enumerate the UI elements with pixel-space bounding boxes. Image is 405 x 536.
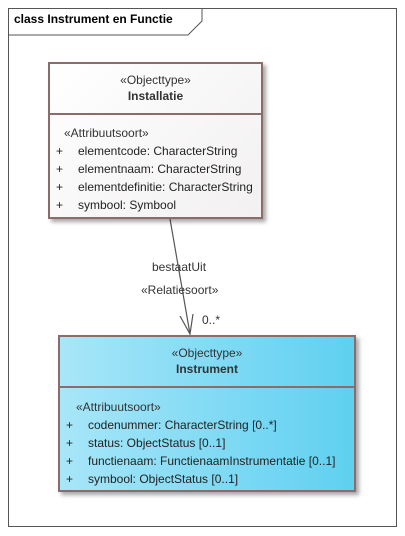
attribute-row[interactable]: + symbool: ObjectStatus [0..1] [66, 472, 238, 486]
attribute-text: elementnaam: CharacterString [78, 162, 242, 176]
class-instrument-stereotype: «Objecttype» [171, 346, 243, 360]
attribute-row[interactable]: + elementdefinitie: CharacterString [56, 180, 253, 194]
association-line[interactable] [169, 218, 191, 335]
class-instrument[interactable]: «Objecttype» Instrument «Attribuutsoort»… [58, 335, 356, 492]
attribute-row[interactable]: + codenummer: CharacterString [0..*] [66, 418, 277, 432]
class-installatie-header: «Objecttype» Installatie [50, 64, 261, 115]
association-arrowhead [179, 313, 194, 336]
attribute-visibility: + [66, 418, 74, 432]
class-instrument-name: Instrument [175, 362, 238, 376]
attribute-row[interactable]: + symbool: Symbool [56, 198, 176, 212]
attribute-text: codenummer: CharacterString [0..*] [88, 418, 277, 432]
class-installatie-attr-stereotype: «Attribuutsoort» [64, 126, 149, 140]
attribute-row[interactable]: + elementnaam: CharacterString [56, 162, 241, 176]
attribute-text: status: ObjectStatus [0..1] [88, 436, 226, 450]
attribute-text: functienaam: FunctienaamInstrumentatie [… [88, 454, 336, 468]
attribute-visibility: + [66, 454, 74, 468]
association-stereotype: «Relatiesoort» [141, 283, 219, 297]
frame-title: class Instrument en Functie [14, 12, 173, 26]
attribute-visibility: + [56, 180, 64, 194]
attribute-row[interactable]: + status: ObjectStatus [0..1] [66, 436, 225, 450]
frame-tab-shape [8, 8, 203, 36]
attribute-row[interactable]: + elementcode: CharacterString [56, 144, 237, 158]
attribute-visibility: + [56, 162, 64, 176]
attribute-row[interactable]: + functienaam: FunctienaamInstrumentatie … [66, 454, 335, 468]
attribute-text: elementdefinitie: CharacterString [78, 180, 253, 194]
class-installatie[interactable]: «Objecttype» Installatie «Attribuutsoort… [48, 62, 263, 219]
attribute-visibility: + [56, 198, 64, 212]
attribute-text: symbool: Symbool [78, 198, 177, 212]
attribute-text: symbool: ObjectStatus [0..1] [88, 472, 239, 486]
class-instrument-header: «Objecttype» Instrument [60, 337, 354, 388]
class-installatie-stereotype: «Objecttype» [120, 73, 191, 87]
attribute-visibility: + [56, 144, 64, 158]
attribute-text: elementcode: CharacterString [78, 144, 238, 158]
association-multiplicity: 0..* [202, 313, 221, 327]
association-name: bestaatUit [152, 260, 207, 274]
class-instrument-attr-stereotype: «Attribuutsoort» [76, 400, 161, 414]
attribute-visibility: + [66, 436, 74, 450]
attribute-visibility: + [66, 472, 74, 486]
class-installatie-name: Installatie [127, 89, 184, 103]
